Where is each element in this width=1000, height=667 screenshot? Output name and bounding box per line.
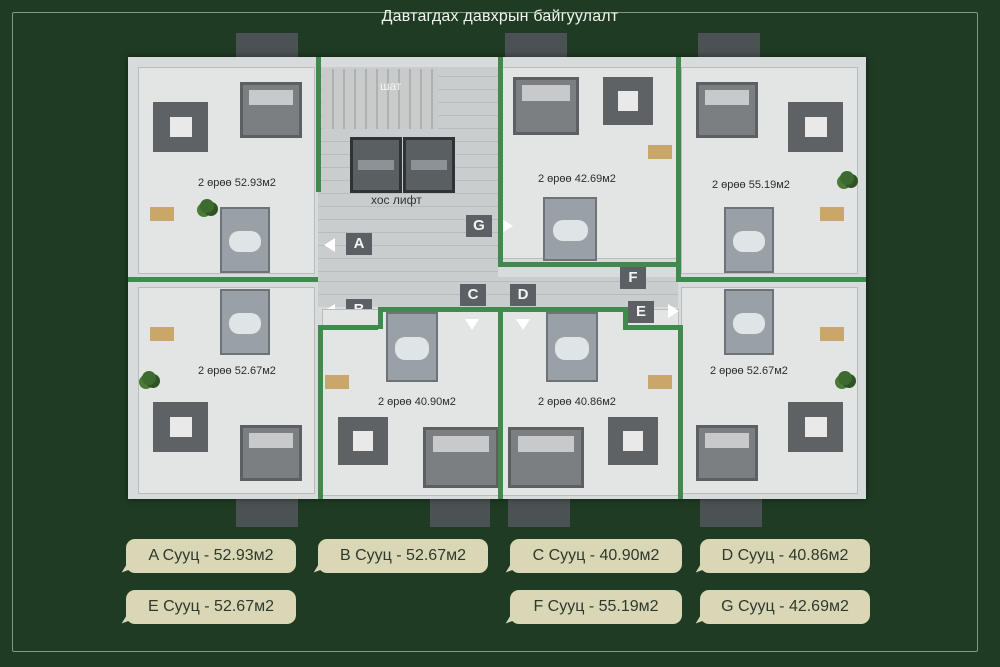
legend-unit-b: B Сууц - 52.67м2	[318, 539, 488, 573]
plant-icon	[142, 371, 156, 385]
bathroom	[386, 312, 438, 382]
balcony	[698, 33, 760, 59]
rug	[153, 102, 208, 152]
unit-d-letter: D	[510, 284, 536, 306]
plant-icon	[840, 171, 854, 185]
unit-b-area: 2 өрөө 52.67м2	[198, 365, 276, 377]
page-title: Давтагдах давхрын байгуулалт	[381, 8, 619, 25]
unit-divider	[498, 262, 678, 267]
arrow-right-icon	[502, 219, 513, 233]
dining-table	[820, 207, 844, 221]
unit-g-area: 2 өрөө 42.69м2	[538, 173, 616, 185]
unit-divider	[498, 307, 503, 499]
unit-divider	[503, 307, 623, 312]
unit-divider	[378, 307, 383, 329]
rug	[338, 417, 388, 465]
plant-icon	[838, 371, 852, 385]
legend-unit-a: A Сууц - 52.93м2	[126, 539, 296, 573]
lift-label: хос лифт	[371, 193, 422, 207]
dining-table	[150, 207, 174, 221]
rug	[603, 77, 653, 125]
bed	[423, 427, 499, 488]
unit-divider	[318, 325, 378, 330]
unit-c-area: 2 өрөө 40.90м2	[378, 396, 456, 408]
bathroom	[220, 207, 270, 273]
bed	[696, 82, 758, 138]
rug	[788, 402, 843, 452]
arrow-right-icon	[668, 304, 679, 318]
bed	[508, 427, 584, 488]
stairs-label: шат	[380, 79, 402, 93]
rug	[153, 402, 208, 452]
unit-divider	[623, 307, 628, 329]
arrow-left-icon	[324, 238, 335, 252]
bed	[696, 425, 758, 481]
elevator	[350, 137, 402, 193]
dining-table	[325, 375, 349, 389]
legend-unit-c: C Сууц - 40.90м2	[510, 539, 682, 573]
unit-f-area: 2 өрөө 55.19м2	[712, 179, 790, 191]
bathroom	[724, 289, 774, 355]
unit-e-letter: E	[628, 301, 654, 323]
unit-divider	[676, 277, 866, 282]
elevator	[403, 137, 455, 193]
balcony	[700, 497, 762, 527]
legend-unit-f: F Сууц - 55.19м2	[510, 590, 682, 624]
unit-a-area: 2 өрөө 52.93м2	[198, 177, 276, 189]
balcony	[236, 497, 298, 527]
unit-divider	[378, 307, 503, 312]
unit-divider	[676, 57, 681, 282]
legend-unit-g: G Сууц - 42.69м2	[700, 590, 870, 624]
bed	[240, 82, 302, 138]
balcony	[430, 497, 490, 527]
legend-unit-e: E Сууц - 52.67м2	[126, 590, 296, 624]
unit-e-area: 2 өрөө 52.67м2	[710, 365, 788, 377]
bathroom	[546, 312, 598, 382]
rug	[788, 102, 843, 152]
balcony	[508, 497, 570, 527]
unit-a-letter: A	[346, 233, 372, 255]
unit-divider	[316, 57, 321, 192]
corridor-floor	[318, 277, 678, 307]
arrow-down-icon	[516, 319, 530, 330]
unit-g-letter: G	[466, 215, 492, 237]
arrow-down-icon	[465, 319, 479, 330]
floor-plan: шат хос лифт 2 өрөө 52.93м2 A 2 өрөө 52.…	[128, 57, 866, 499]
plant-icon	[200, 199, 214, 213]
unit-divider	[318, 327, 323, 499]
rug	[608, 417, 658, 465]
dining-table	[648, 375, 672, 389]
unit-d-area: 2 өрөө 40.86м2	[538, 396, 616, 408]
bathroom	[220, 289, 270, 355]
bed	[240, 425, 302, 481]
balcony	[505, 33, 567, 59]
unit-c-letter: C	[460, 284, 486, 306]
unit-divider	[623, 325, 683, 330]
border-frame	[12, 12, 978, 652]
bathroom	[543, 197, 597, 261]
balcony	[236, 33, 298, 59]
unit-divider	[678, 327, 683, 499]
stairs	[323, 69, 438, 129]
dining-table	[648, 145, 672, 159]
dining-table	[150, 327, 174, 341]
unit-divider	[128, 277, 318, 282]
unit-f-letter: F	[620, 267, 646, 289]
dining-table	[820, 327, 844, 341]
unit-divider	[498, 57, 503, 265]
bed	[513, 77, 579, 135]
bathroom	[724, 207, 774, 273]
legend-unit-d: D Сууц - 40.86м2	[700, 539, 870, 573]
